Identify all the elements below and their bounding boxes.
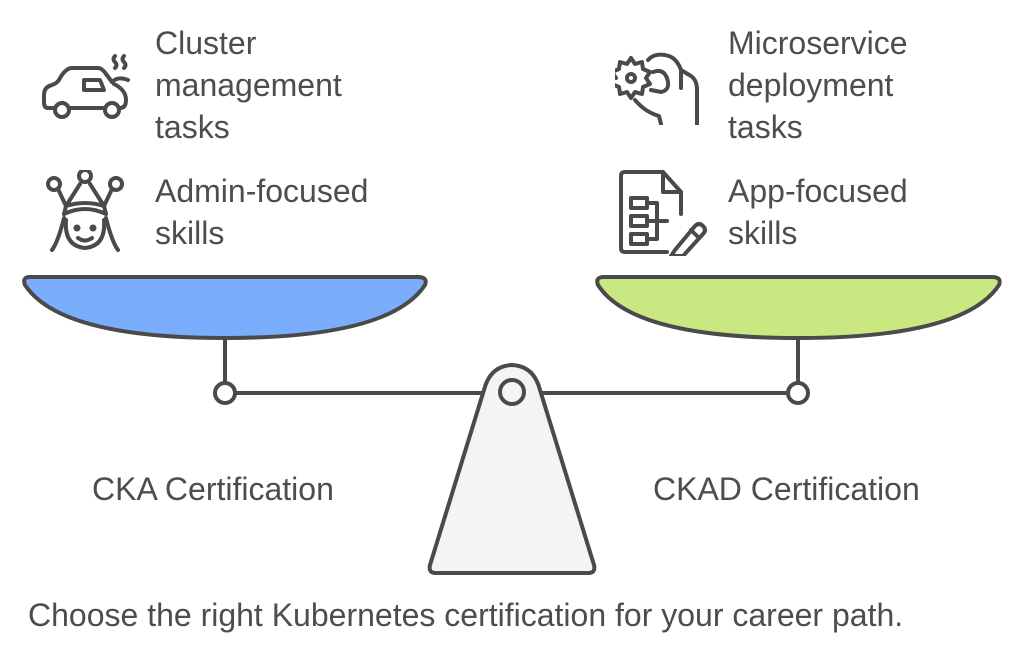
right-item-2-text: App-focused skills xyxy=(728,173,908,251)
car-overheating-icon xyxy=(42,50,132,120)
left-item-2-text: Admin-focused skills xyxy=(155,173,369,251)
left-item-1-text: Cluster management tasks xyxy=(155,25,342,145)
crown-queen-icon xyxy=(44,168,126,258)
right-pivot xyxy=(786,381,810,405)
left-label: CKA Certification xyxy=(92,471,334,507)
hand-gear-icon xyxy=(610,50,705,126)
left-pivot xyxy=(213,381,237,405)
right-label: CKAD Certification xyxy=(653,471,920,507)
left-pan xyxy=(22,275,428,341)
right-item-1-text: Microservice deployment tasks xyxy=(728,25,908,145)
fulcrum-pivot xyxy=(498,378,526,406)
document-edit-icon xyxy=(617,170,707,258)
caption: Choose the right Kubernetes certificatio… xyxy=(28,597,904,633)
right-pan xyxy=(595,275,1002,341)
fulcrum xyxy=(427,362,597,575)
